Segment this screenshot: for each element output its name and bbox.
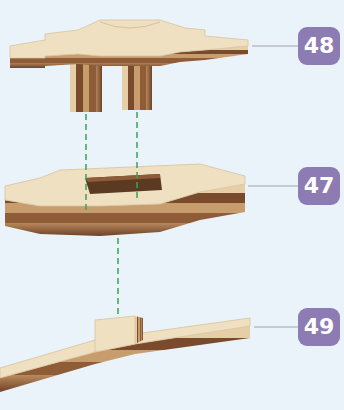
leader-lines: [248, 46, 298, 327]
callout-number: 47: [304, 175, 335, 197]
callout-number: 49: [304, 316, 335, 338]
part-48: [10, 20, 248, 112]
part-49: [0, 316, 250, 392]
callout-badge: 48: [298, 27, 340, 65]
callout-number: 48: [304, 35, 335, 57]
part-47: [5, 164, 245, 236]
callout-badge: 49: [298, 308, 340, 346]
alignment-lines: [86, 112, 137, 318]
callout-badge: 47: [298, 167, 340, 205]
